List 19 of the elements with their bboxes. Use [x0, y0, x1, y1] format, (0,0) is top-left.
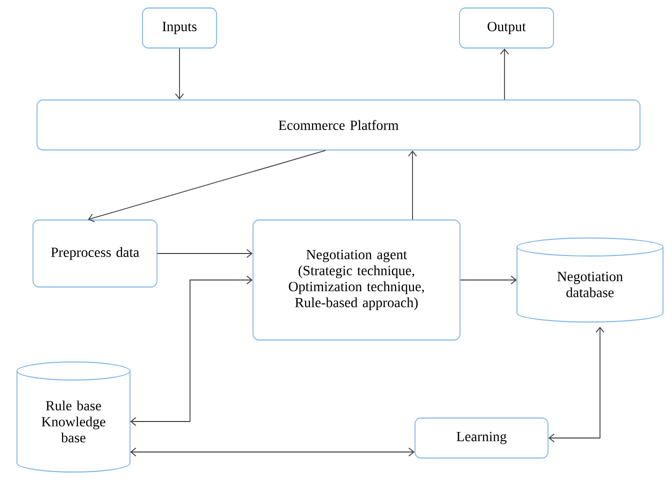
process-box: Output [459, 8, 554, 48]
arrow [88, 150, 326, 222]
arrow [500, 48, 509, 100]
database-cylinder: Rule base Knowledge base [16, 362, 130, 472]
arrow [130, 448, 415, 456]
process-box: Preprocess data [32, 220, 158, 288]
process-box: Ecommerce Platform [36, 100, 640, 150]
arrow [157, 249, 253, 258]
node-label: Negotiation database [557, 272, 623, 298]
arrow [460, 276, 517, 284]
node-label: Rule base Knowledge base [42, 400, 106, 442]
process-box: Inputs [142, 8, 217, 48]
database-cylinder: Negotiation database [516, 238, 664, 322]
arrow [130, 276, 253, 426]
process-box: Negotiation agent (Strategic technique, Optimization technique, Rule-based approach) [252, 220, 460, 340]
arrow [408, 150, 417, 220]
arrow [175, 48, 184, 100]
process-box: Learning [414, 418, 548, 458]
arrow [548, 326, 604, 442]
